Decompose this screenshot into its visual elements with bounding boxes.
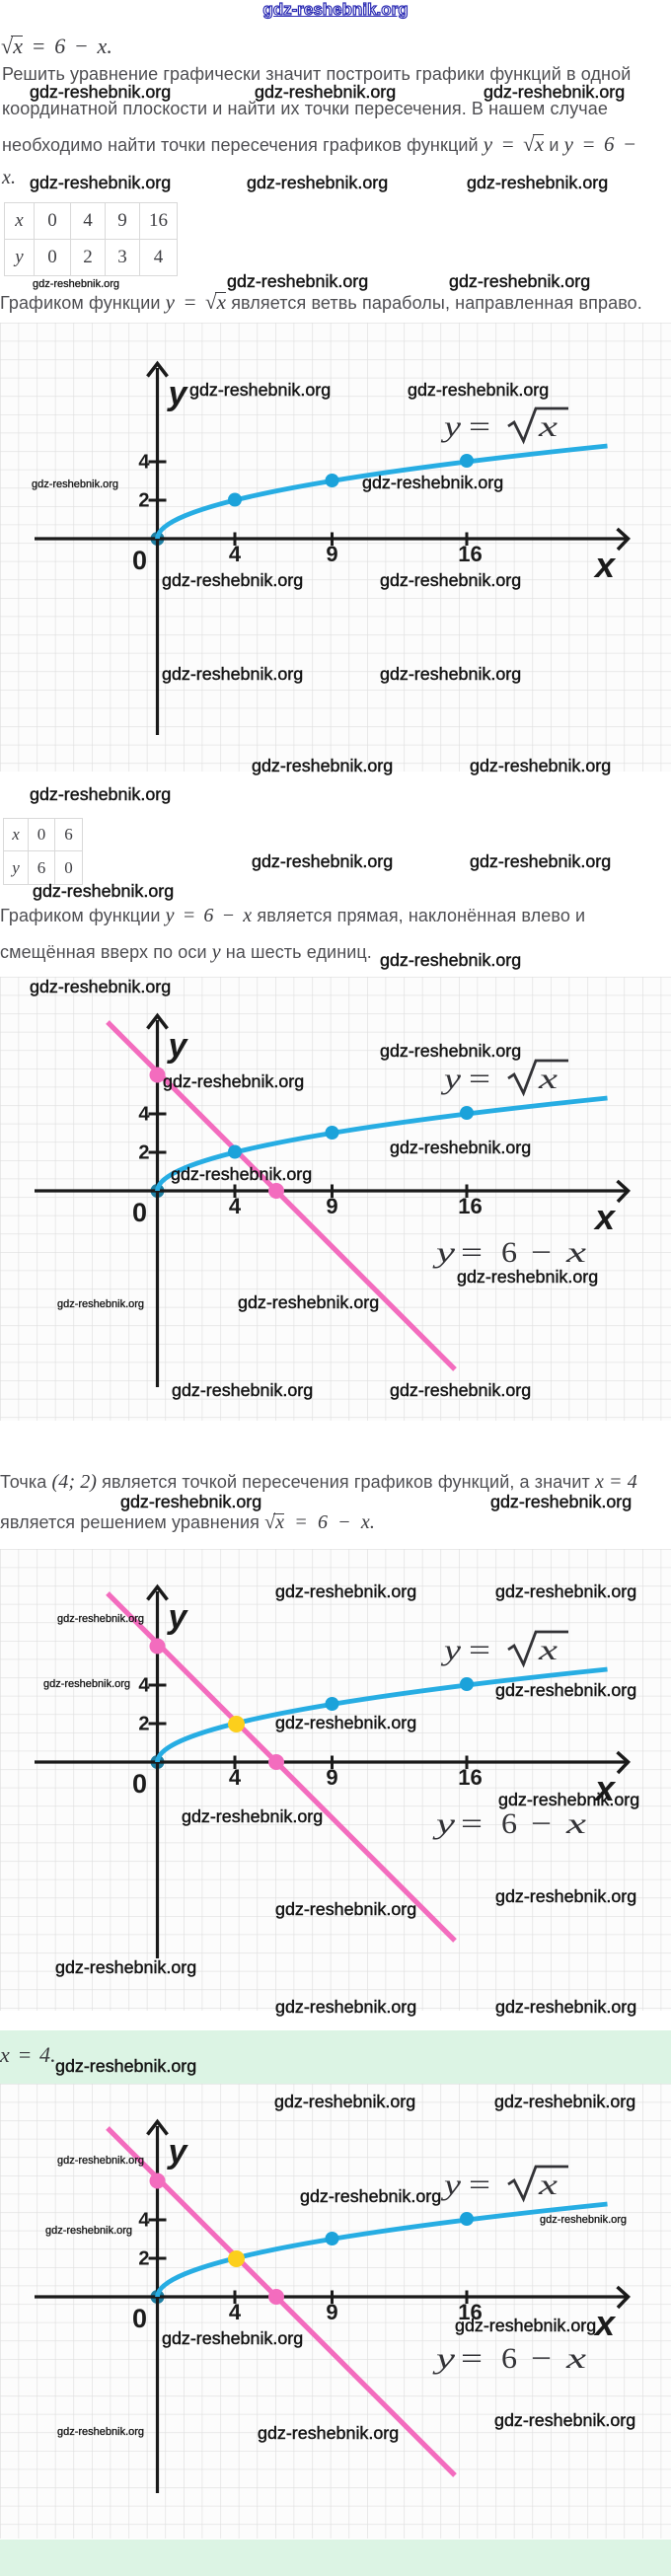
svg-text:=: = (469, 1063, 490, 1095)
svg-text:2: 2 (138, 1142, 149, 1164)
svg-text:6: 6 (501, 1807, 517, 1840)
svg-text:y: y (440, 1634, 462, 1666)
svg-text:9: 9 (326, 1765, 337, 1790)
svg-text:16: 16 (458, 1765, 482, 1790)
svg-text:x: x (538, 1063, 559, 1095)
svg-text:x: x (538, 2169, 559, 2201)
svg-text:y: y (167, 1027, 189, 1065)
svg-text:=: = (469, 2169, 490, 2201)
svg-text:4: 4 (138, 2210, 150, 2232)
svg-text:4: 4 (229, 1194, 242, 1218)
svg-text:−: − (531, 1236, 552, 1269)
svg-text:9: 9 (326, 2300, 337, 2324)
svg-text:0: 0 (132, 1198, 147, 1227)
svg-text:x: x (593, 2303, 617, 2343)
svg-text:=: = (461, 1807, 483, 1840)
svg-text:4: 4 (138, 1675, 150, 1697)
svg-text:y: y (432, 2342, 456, 2375)
svg-text:4: 4 (229, 2300, 242, 2324)
svg-text:y: y (167, 375, 189, 412)
svg-text:x: x (538, 1634, 559, 1666)
svg-text:4: 4 (138, 452, 150, 474)
svg-text:x: x (593, 545, 617, 585)
svg-text:x: x (564, 2342, 587, 2375)
svg-text:y: y (440, 2169, 462, 2201)
svg-text:6: 6 (501, 1236, 517, 1269)
svg-text:2: 2 (138, 490, 149, 512)
svg-text:=: = (461, 1236, 483, 1269)
svg-text:x: x (593, 1197, 617, 1237)
svg-text:16: 16 (458, 2300, 482, 2324)
svg-text:0: 0 (132, 1769, 147, 1799)
svg-text:y: y (432, 1807, 456, 1840)
svg-text:4: 4 (229, 1765, 242, 1790)
svg-text:6: 6 (501, 2342, 517, 2375)
svg-text:=: = (469, 1634, 490, 1666)
svg-text:y: y (440, 410, 462, 443)
svg-text:−: − (531, 1807, 552, 1840)
svg-text:=: = (461, 2342, 483, 2375)
svg-text:x: x (564, 1807, 587, 1840)
svg-text:y: y (167, 2133, 189, 2171)
svg-text:y: y (167, 1598, 189, 1636)
svg-text:16: 16 (458, 542, 482, 566)
svg-text:16: 16 (458, 1194, 482, 1218)
svg-text:4: 4 (229, 542, 242, 566)
svg-text:−: − (531, 2342, 552, 2375)
svg-text:2: 2 (138, 1714, 149, 1735)
svg-text:x: x (564, 1236, 587, 1269)
svg-text:0: 0 (132, 546, 147, 575)
svg-text:0: 0 (132, 2304, 147, 2333)
svg-text:4: 4 (138, 1104, 150, 1126)
svg-text:9: 9 (326, 542, 337, 566)
svg-text:y: y (440, 1063, 462, 1095)
svg-text:y: y (432, 1236, 456, 1269)
svg-text:2: 2 (138, 2248, 149, 2270)
svg-text:=: = (469, 410, 490, 443)
svg-text:x: x (538, 410, 559, 443)
svg-text:x: x (593, 1768, 617, 1808)
svg-text:9: 9 (326, 1194, 337, 1218)
